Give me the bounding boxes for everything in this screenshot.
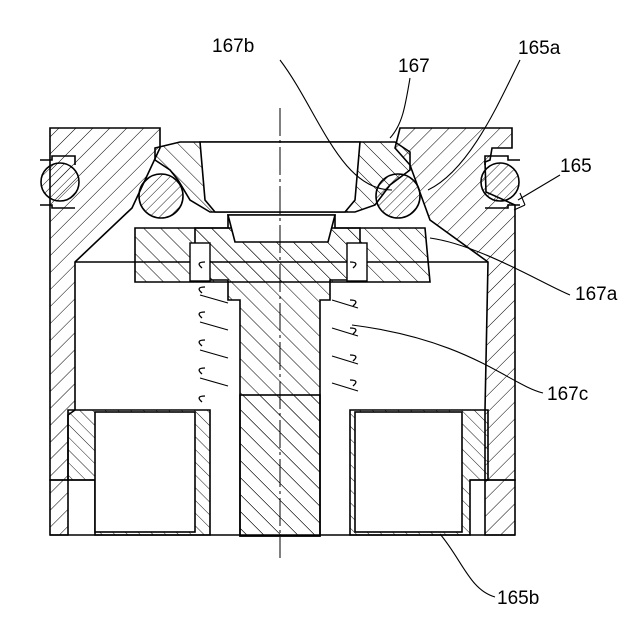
label-167: 167 (398, 56, 430, 77)
label-167a: 167a (575, 284, 618, 305)
bottom-insert-165b (68, 395, 488, 536)
label-165: 165 (560, 156, 592, 177)
label-167c: 167c (547, 384, 588, 405)
label-165a: 165a (518, 38, 561, 59)
label-165b: 165b (497, 588, 539, 609)
label-167b: 167b (212, 36, 254, 57)
